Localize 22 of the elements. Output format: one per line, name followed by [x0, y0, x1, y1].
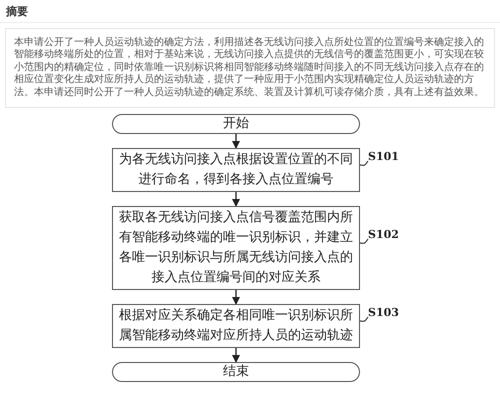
- leader-line: [360, 316, 368, 322]
- leader-line: [360, 160, 368, 166]
- arrow: [232, 134, 240, 149]
- step-text: 开始: [223, 115, 249, 133]
- step-label: S102: [368, 227, 399, 243]
- arrow: [232, 192, 240, 207]
- leader-line: [360, 238, 368, 244]
- step-label: S103: [368, 305, 399, 321]
- step-label: S101: [368, 149, 399, 165]
- process-box: [112, 304, 360, 348]
- step-text: 获取各无线访问接入点信号覆盖范围内所有智能移动终端的唯一识别标识，并建立各唯一识别标识与所属无线访问接入点的接入点位置编号间的对应关系: [119, 209, 353, 287]
- arrow: [232, 348, 240, 363]
- section-title: 摘要: [6, 4, 28, 19]
- process-box: [112, 148, 360, 192]
- terminal-box: [112, 114, 360, 134]
- arrow: [232, 290, 240, 305]
- abstract-panel: [5, 28, 495, 108]
- abstract-text: 本申请公开了一种人员运动轨迹的确定方法，利用描述各无线访问接入点所处位置的位置编号来确定接入的智能移动终端所处的位置，相对于基站来说，无线访问接入点提供的无线信号的覆盖范围更小，可实现在较小范围内的精确定位，同时依靠唯一识别标识将相同智能移动终端随时间接入的不同无线访问接入点存在的相应位置变化生成对应所持人员的运动轨迹，提供了一种应用于小范围内实现精确定位人员运动轨迹的方法。本申请还同时公开了一种人员运动轨迹的确定系统、装置及计算机可读存储介质，具有上述有益效果。: [14, 36, 485, 100]
- terminal-box: [112, 362, 360, 382]
- step-text: 根据对应关系确定各相同唯一识别标识所属智能移动终端对应所持人员的运动轨迹: [119, 307, 353, 345]
- step-text: 结束: [223, 363, 249, 381]
- step-text: 为各无线访问接入点根据设置位置的不同进行命名，得到各接入点位置编号: [119, 151, 353, 189]
